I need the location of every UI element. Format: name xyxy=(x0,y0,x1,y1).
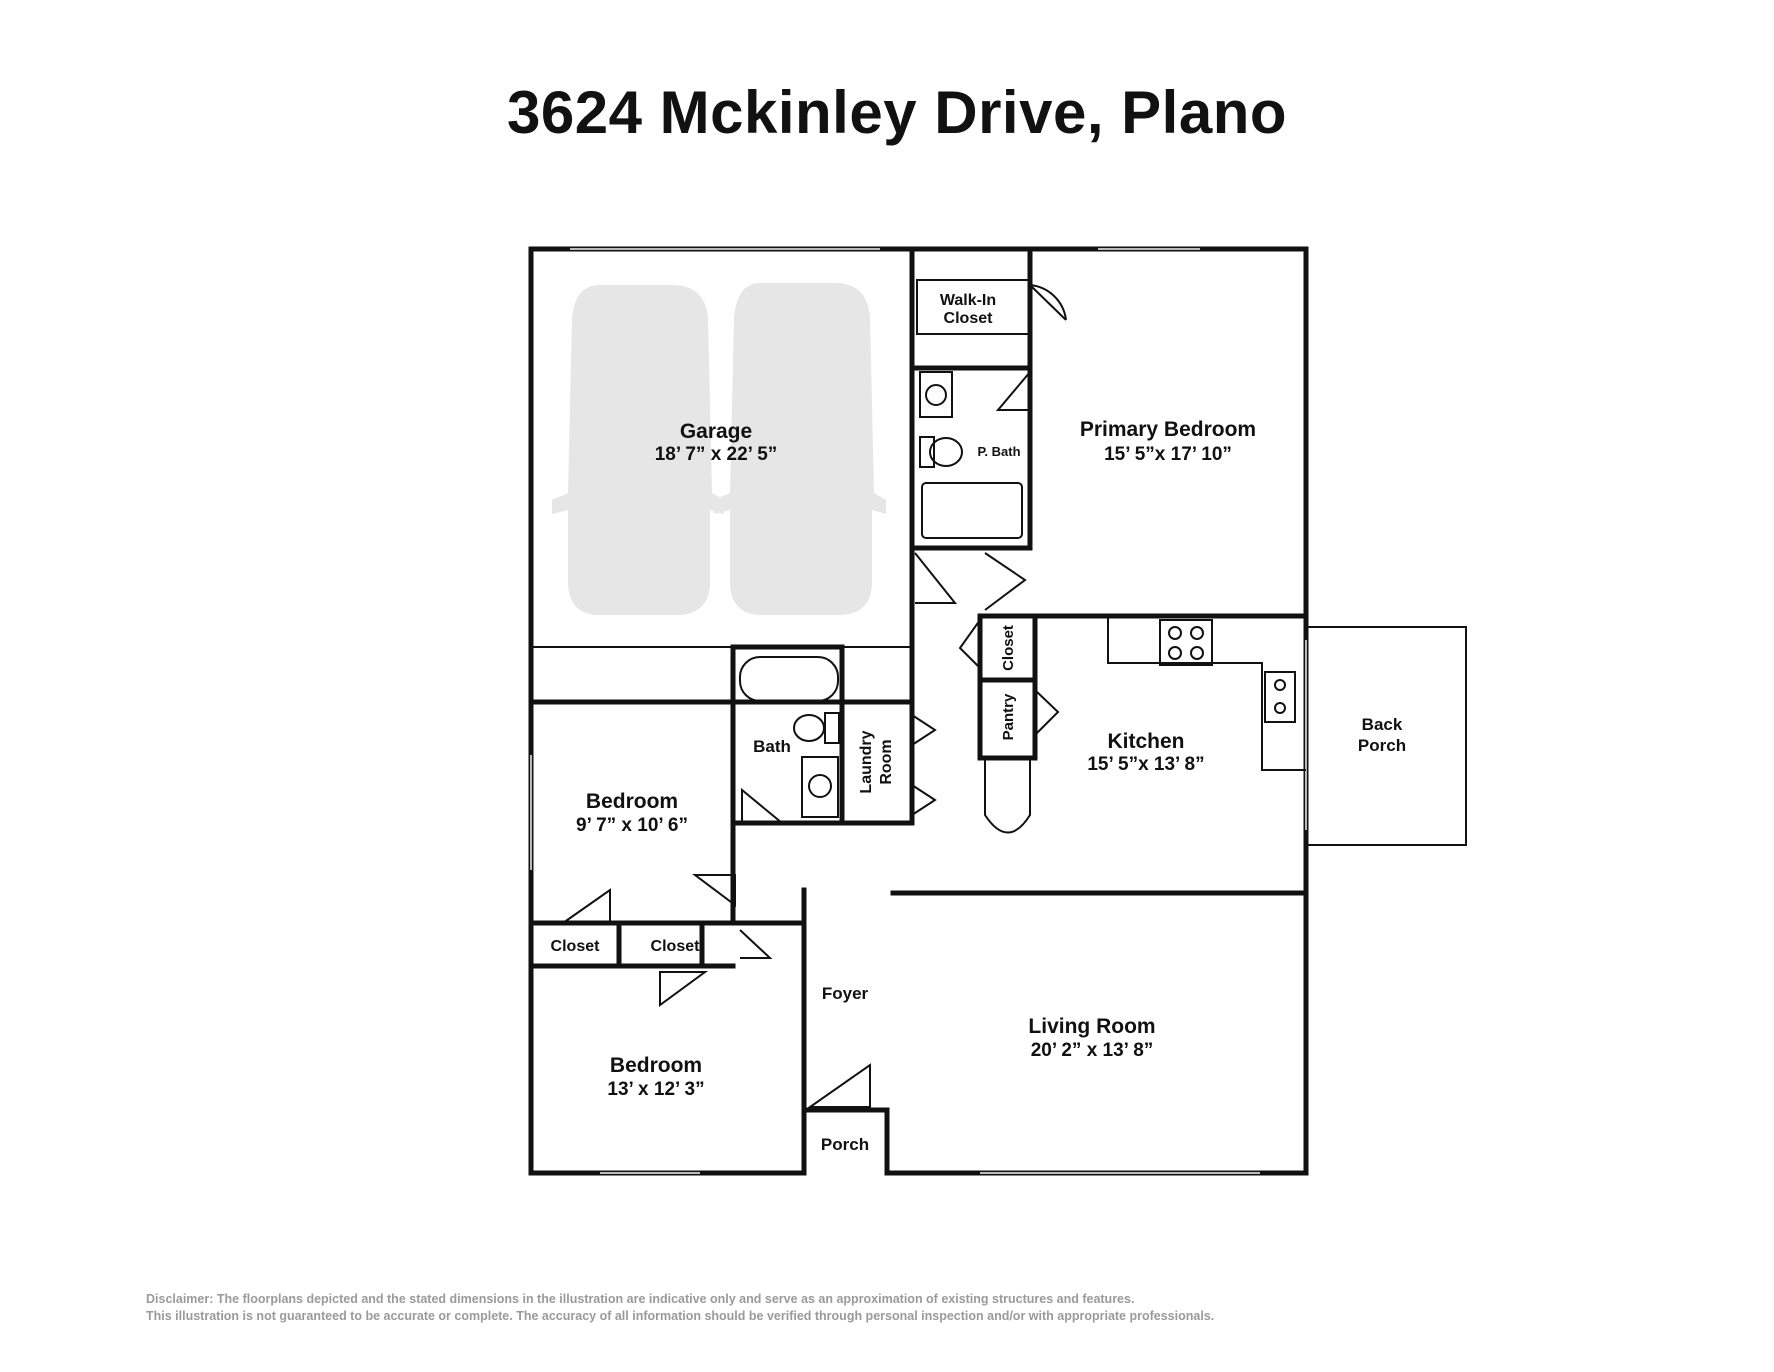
walls xyxy=(528,246,1467,1176)
closet-1-label: Closet xyxy=(551,938,601,955)
primary-bedroom-dims: 15’ 5”x 17’ 10” xyxy=(1104,444,1232,465)
bedroom-2-dims: 13’ x 12’ 3” xyxy=(607,1079,704,1100)
living-room-label: Living Room xyxy=(1028,1015,1155,1038)
page-title: 3624 Mckinley Drive, Plano xyxy=(506,79,1288,146)
windows xyxy=(530,248,1307,1174)
bedroom-1-dims: 9’ 7” x 10’ 6” xyxy=(576,815,688,836)
pantry-label: Pantry xyxy=(1000,693,1017,740)
bedroom-1-label: Bedroom xyxy=(586,790,678,813)
disclaimer-line-1: Disclaimer: The floorplans depicted and … xyxy=(146,1292,1135,1306)
disclaimer-line-2: This illustration is not guaranteed to b… xyxy=(146,1309,1215,1323)
p-bath-label: P. Bath xyxy=(977,444,1020,459)
car-icon xyxy=(552,285,724,615)
porch-label: Porch xyxy=(821,1135,869,1154)
garage-dims: 18’ 7” x 22’ 5” xyxy=(655,444,778,465)
foyer-label: Foyer xyxy=(822,984,869,1003)
bedroom-2-label: Bedroom xyxy=(610,1054,702,1077)
primary-bedroom-label: Primary Bedroom xyxy=(1080,418,1256,441)
living-room-dims: 20’ 2” x 13’ 8” xyxy=(1031,1040,1154,1061)
closet-2-label: Closet xyxy=(651,938,701,955)
laundry-room-label-2: Room xyxy=(878,739,895,784)
walk-in-closet-label-2: Closet xyxy=(944,310,994,327)
bath-label: Bath xyxy=(753,737,791,756)
closet-vertical-label: Closet xyxy=(1000,625,1017,671)
laundry-room-label-1: Laundry xyxy=(858,730,875,793)
garage-label: Garage xyxy=(680,420,752,443)
walk-in-closet-label-1: Walk-In xyxy=(940,292,996,309)
car-icon xyxy=(714,283,886,615)
door-swings xyxy=(562,284,1067,1108)
kitchen-dims: 15’ 5”x 13’ 8” xyxy=(1087,754,1204,775)
kitchen-label: Kitchen xyxy=(1107,730,1184,753)
fixtures xyxy=(739,371,1306,834)
back-porch-label-1: Back xyxy=(1362,715,1403,734)
back-porch-label-2: Porch xyxy=(1358,736,1406,755)
